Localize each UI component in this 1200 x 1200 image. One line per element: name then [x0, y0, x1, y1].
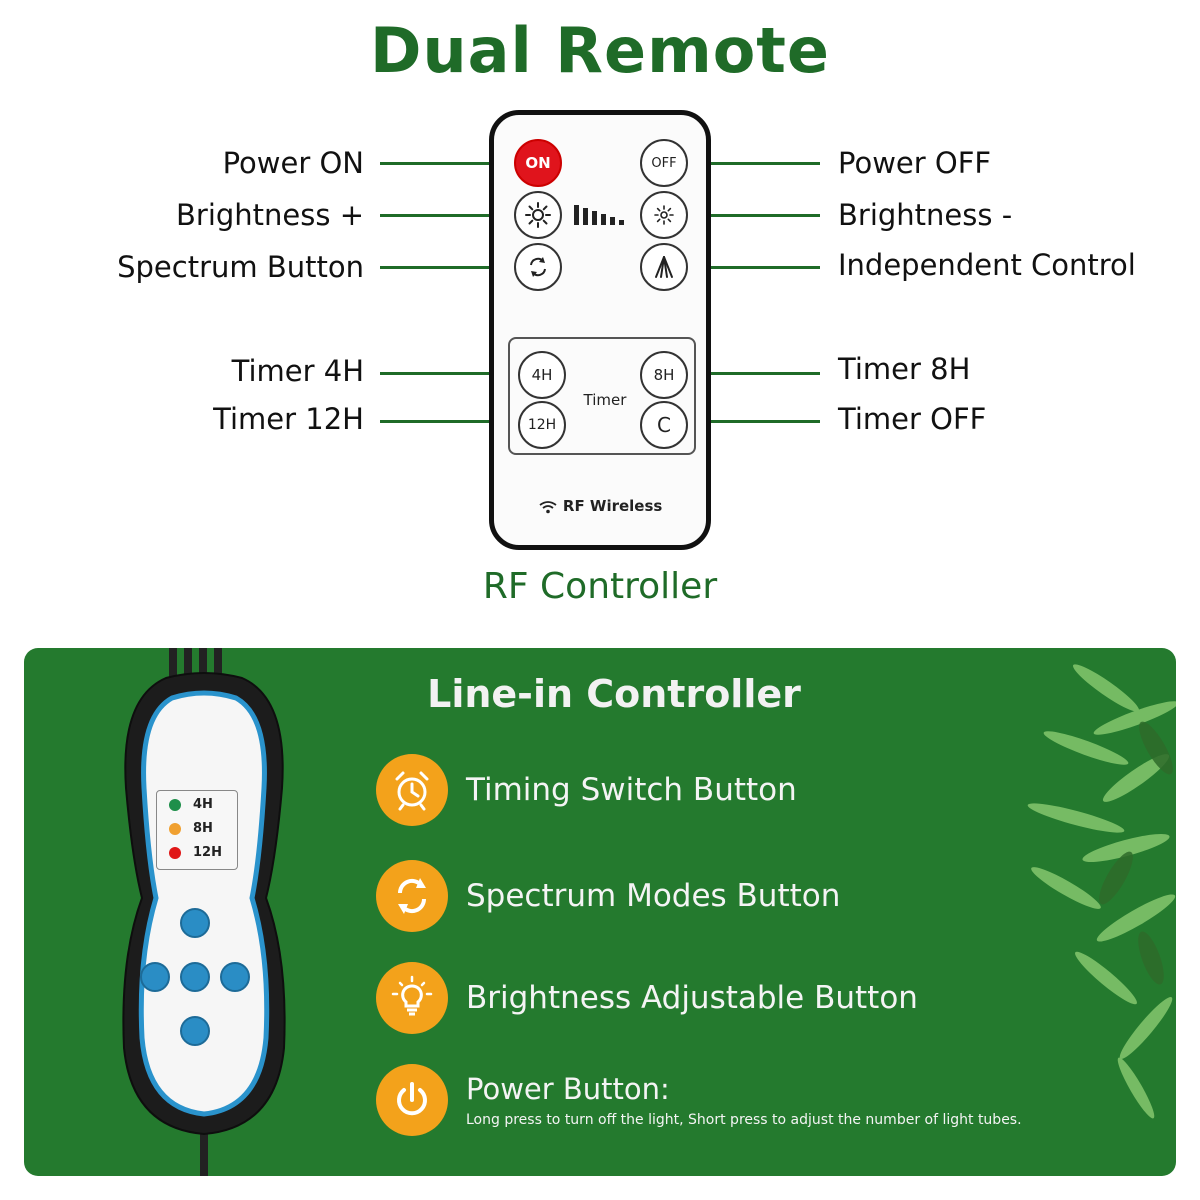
remote-timer-off-button[interactable]: C: [640, 401, 688, 449]
rf-wireless-text: RF Wireless: [562, 497, 663, 515]
remote-spectrum-button[interactable]: [514, 243, 562, 291]
cable-strand: [184, 648, 192, 678]
controller-right-button[interactable]: [220, 962, 250, 992]
led-4h-label: 4H: [193, 797, 213, 812]
feature-spectrum-label: Spectrum Modes Button: [466, 878, 841, 914]
page-title: Dual Remote: [370, 14, 830, 87]
led-12h-label: 12H: [193, 845, 222, 860]
connector-line: [380, 266, 498, 269]
feature-power-label: Power Button:: [466, 1072, 670, 1106]
brightness-level-icon: [574, 205, 624, 225]
label-power-off: Power OFF: [838, 146, 992, 180]
cable-strand: [199, 648, 207, 678]
line-in-title: Line-in Controller: [427, 672, 801, 716]
connector-line: [380, 372, 498, 375]
rf-wireless-label: RF Wireless: [494, 497, 706, 515]
feature-brightness-label: Brightness Adjustable Button: [466, 980, 918, 1016]
connector-line: [702, 420, 820, 423]
alarm-clock-icon: [376, 754, 448, 826]
label-timer-off: Timer OFF: [838, 402, 987, 436]
led-8h-label: 8H: [193, 821, 213, 836]
controller-power-button[interactable]: [180, 1016, 210, 1046]
sun-dim-icon: [654, 205, 674, 225]
remote-brightness-minus-button[interactable]: [640, 191, 688, 239]
label-timer-8h: Timer 8H: [838, 352, 971, 386]
led-8h-indicator: [169, 823, 181, 835]
remote-brightness-plus-button[interactable]: [514, 191, 562, 239]
connector-line: [702, 214, 820, 217]
connector-line: [702, 266, 820, 269]
feature-timing-label: Timing Switch Button: [466, 772, 797, 808]
label-independent-control: Independent Control: [838, 248, 1136, 282]
remote-timer-4h-button[interactable]: 4H: [518, 351, 566, 399]
power-icon: [376, 1064, 448, 1136]
leaves-decoration-icon: [1027, 664, 1176, 1119]
remote-independent-control-button[interactable]: [640, 243, 688, 291]
remote-timer-8h-button[interactable]: 8H: [640, 351, 688, 399]
cable-strand: [214, 648, 222, 678]
remote-off-button[interactable]: OFF: [640, 139, 688, 187]
connector-line: [380, 162, 498, 165]
label-power-on: Power ON: [222, 146, 364, 180]
led-indicator-panel: 4H 8H 12H: [156, 790, 238, 870]
connector-line: [380, 420, 498, 423]
rf-remote: ON OFF: [489, 110, 711, 550]
cycle-arrows-icon: [530, 257, 546, 277]
label-brightness-minus: Brightness -: [838, 198, 1013, 232]
feature-power-note: Long press to turn off the light, Short …: [466, 1112, 1022, 1128]
rf-controller-caption: RF Controller: [482, 566, 718, 607]
label-brightness-plus: Brightness +: [176, 198, 364, 232]
led-12h-indicator: [169, 847, 181, 859]
wifi-icon: [539, 500, 557, 513]
connector-line: [702, 372, 820, 375]
controller-timer-button[interactable]: [180, 908, 210, 938]
connector-line: [380, 214, 498, 217]
cable-strand: [169, 648, 177, 678]
line-in-panel: 4H 8H 12H Line-in Controller Timing Swit…: [24, 648, 1176, 1176]
timer-group: 4H 8H Timer 12H C: [508, 337, 696, 455]
line-in-controller-body: [122, 672, 286, 1136]
controller-spectrum-button[interactable]: [180, 962, 210, 992]
cycle-arrows-icon: [376, 860, 448, 932]
remote-timer-12h-button[interactable]: 12H: [518, 401, 566, 449]
label-spectrum-button: Spectrum Button: [117, 250, 364, 284]
led-4h-indicator: [169, 799, 181, 811]
light-bulb-icon: [376, 962, 448, 1034]
controller-left-button[interactable]: [140, 962, 170, 992]
label-timer-4h: Timer 4H: [231, 354, 364, 388]
label-timer-12h: Timer 12H: [213, 402, 364, 436]
cable-bottom: [200, 1134, 208, 1176]
remote-on-button[interactable]: ON: [514, 139, 562, 187]
sun-bright-icon: [525, 202, 551, 228]
light-tubes-icon: [655, 256, 673, 278]
connector-line: [702, 162, 820, 165]
timer-label: Timer: [583, 391, 627, 409]
